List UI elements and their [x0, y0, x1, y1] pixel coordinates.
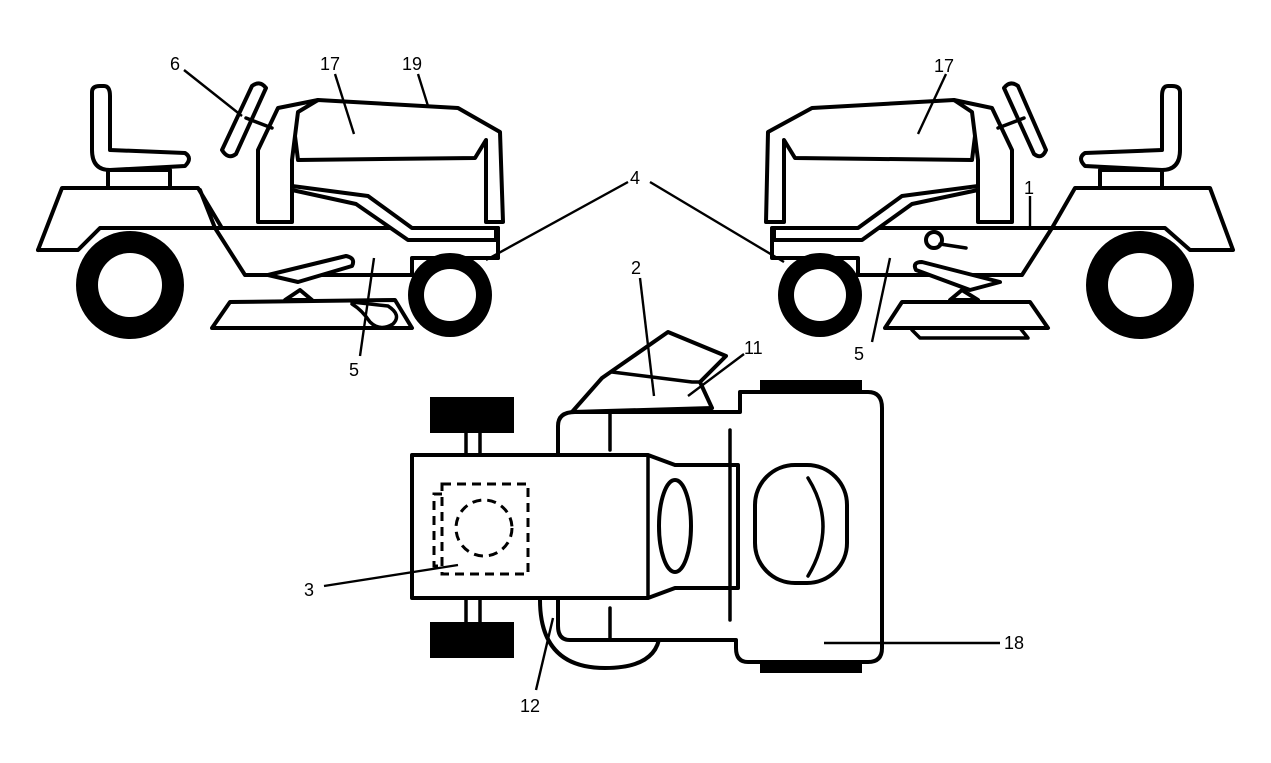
leader-12: [534, 617, 555, 691]
right-steering-column: [996, 116, 1026, 130]
right-rear-rim: [1108, 253, 1172, 317]
label-17-right: 17: [934, 56, 954, 76]
leader-17-right: [916, 73, 948, 135]
top-body-stripe: [608, 410, 732, 642]
right-steering-wheel: [1002, 81, 1048, 159]
label-11: 11: [744, 338, 763, 358]
leader-11: [687, 353, 745, 397]
right-lift-lever: [938, 242, 968, 250]
label-2: 2: [631, 258, 641, 278]
top-front-tire-upper: [430, 397, 514, 433]
right-seat: [1079, 84, 1182, 172]
right-side-panel: [772, 184, 980, 242]
top-hood: [410, 453, 740, 600]
top-decal-circle: [454, 498, 514, 558]
leader-4-right: [649, 180, 785, 264]
left-rear-rim: [98, 253, 162, 317]
leader-17-left: [333, 73, 356, 135]
top-decal-offset: [432, 492, 442, 568]
leader-5-right: [870, 257, 892, 343]
left-seat: [90, 84, 191, 172]
leader-6: [183, 69, 243, 117]
label-6: 6: [170, 54, 180, 74]
right-deck-chute: [910, 326, 1030, 340]
left-side-view: [36, 81, 505, 339]
label-18: 18: [1004, 633, 1024, 653]
top-discharge-chute: [570, 330, 728, 414]
right-lift-lever-knob: [924, 230, 944, 250]
right-front-rim: [794, 269, 846, 321]
right-mower-deck: [883, 300, 1050, 330]
label-12: 12: [520, 696, 540, 716]
left-side-panel: [290, 184, 498, 242]
top-view: [410, 330, 884, 673]
left-hood: [290, 98, 505, 224]
callout-labels: 6 17 19 17 4 1 5 5 2 11 3 12 18: [170, 54, 1034, 716]
left-deck-hanger: [283, 288, 314, 302]
right-seat-base: [1098, 168, 1164, 190]
right-hood: [764, 98, 980, 224]
label-3: 3: [304, 580, 314, 600]
top-seat: [753, 463, 849, 585]
leader-4-left: [485, 180, 629, 262]
left-steering-column: [244, 116, 274, 130]
top-front-tire-lower: [430, 622, 514, 658]
right-side-view: [764, 81, 1235, 340]
label-19: 19: [402, 54, 422, 74]
label-4: 4: [630, 168, 640, 188]
left-mower-deck: [210, 298, 414, 330]
top-decal-outline: [440, 482, 530, 576]
right-deck-hanger: [948, 288, 980, 302]
leader-3: [323, 563, 459, 588]
top-front-axle-lower: [464, 596, 482, 624]
left-deck-chute-loop: [350, 300, 399, 330]
left-dash: [256, 98, 320, 224]
leader-19: [416, 73, 430, 107]
label-1: 1: [1024, 178, 1034, 198]
left-steering-wheel: [220, 81, 268, 159]
right-pedal: [912, 260, 1002, 292]
left-pedal: [266, 254, 356, 284]
label-5-right: 5: [854, 344, 864, 364]
left-front-rim: [424, 269, 476, 321]
leader-2: [638, 277, 656, 397]
left-seat-base: [106, 168, 172, 190]
top-seat-back: [806, 476, 825, 578]
label-17-left: 17: [320, 54, 340, 74]
label-5-left: 5: [349, 360, 359, 380]
top-chute-edge: [610, 370, 702, 384]
top-steering-console: [657, 478, 693, 574]
top-front-axle-upper: [464, 431, 482, 457]
right-frame-body: [770, 186, 1235, 277]
right-dash: [952, 98, 1014, 224]
leader-5-left: [358, 257, 376, 357]
leader-lines: [183, 69, 1032, 691]
